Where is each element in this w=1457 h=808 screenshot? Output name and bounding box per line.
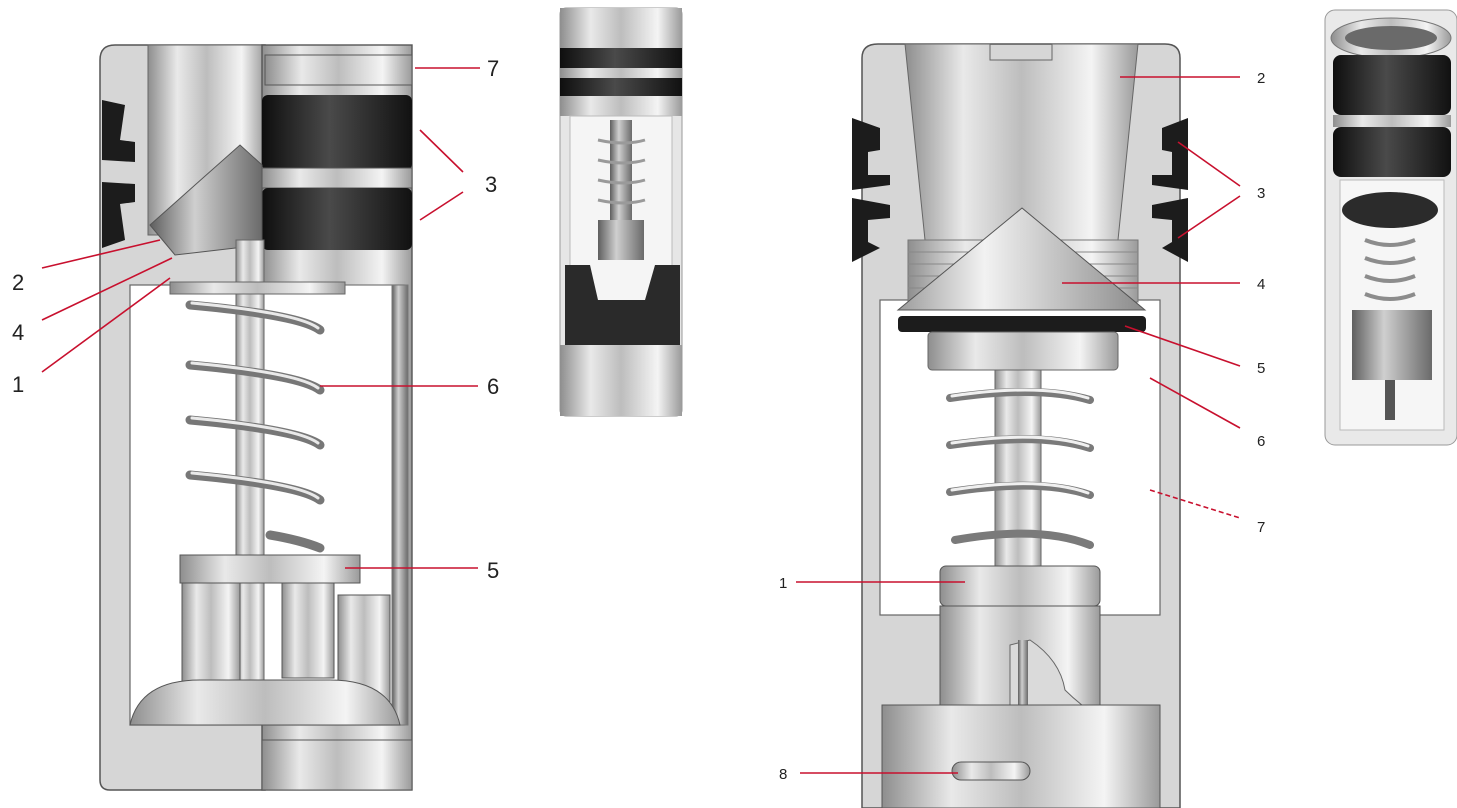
right-seal-left-upper	[852, 118, 890, 190]
left-valve-photo	[559, 7, 683, 417]
right-valve-cutaway	[852, 43, 1188, 808]
svg-text:5: 5	[1257, 360, 1265, 377]
left-callouts: 7 3 2 4 1 6 5	[12, 56, 499, 583]
left-base-ring	[261, 739, 413, 791]
left-seal-upper	[262, 95, 412, 170]
right-cone-poppet	[896, 207, 1147, 311]
svg-text:2: 2	[12, 270, 24, 295]
left-callout-6: 6	[320, 374, 499, 399]
left-callout-5: 5	[345, 558, 499, 583]
right-cross-pin	[951, 761, 1031, 781]
left-callout-4: 4	[12, 257, 173, 345]
svg-text:7: 7	[1257, 519, 1265, 536]
right-callout-5: 5	[1124, 325, 1265, 377]
svg-text:3: 3	[1257, 185, 1265, 202]
left-plunger-body	[181, 582, 241, 699]
right-callout-7: 7	[1149, 489, 1265, 536]
svg-text:6: 6	[487, 374, 499, 399]
right-callouts: 2 3 4 5 6 7 1 8	[779, 70, 1265, 783]
left-seal-spacer	[261, 167, 413, 189]
left-callout-2: 2	[12, 239, 161, 295]
right-seal-right-lower	[1152, 198, 1188, 262]
left-top-rim	[264, 54, 413, 86]
right-valve-stem	[994, 369, 1042, 591]
right-callout-3: 3	[1177, 141, 1265, 239]
left-callout-3: 3	[419, 129, 497, 221]
svg-text:8: 8	[779, 766, 787, 783]
svg-text:4: 4	[1257, 276, 1265, 293]
svg-text:3: 3	[485, 172, 497, 197]
right-spring	[946, 388, 1094, 549]
right-valve-photo	[1324, 9, 1457, 446]
svg-text:2: 2	[1257, 70, 1265, 87]
left-plunger-collar	[179, 554, 361, 584]
left-window-rail	[391, 284, 409, 726]
svg-text:1: 1	[12, 372, 24, 397]
left-spring-plate	[169, 281, 346, 295]
left-seal-lower	[262, 188, 412, 250]
right-seal-right-upper	[1152, 118, 1188, 190]
left-valve-seat	[149, 144, 263, 256]
left-seal-section-lower	[102, 182, 135, 248]
right-callout-2: 2	[1120, 70, 1265, 87]
left-seal-section-upper	[102, 100, 135, 162]
svg-text:4: 4	[12, 320, 24, 345]
right-callout-6: 6	[1149, 377, 1265, 450]
right-seal-left-lower	[852, 198, 890, 262]
right-callout-4: 4	[1062, 276, 1265, 293]
svg-text:5: 5	[487, 558, 499, 583]
right-callout-1: 1	[779, 575, 965, 592]
left-plunger-body-right	[281, 582, 335, 679]
left-callout-7: 7	[415, 56, 499, 81]
right-callout-8: 8	[779, 766, 958, 783]
svg-text:6: 6	[1257, 433, 1265, 450]
left-valve-cutaway	[99, 44, 413, 791]
svg-text:7: 7	[487, 56, 499, 81]
right-plunger-collar	[939, 565, 1101, 607]
right-poppet-base	[927, 331, 1119, 371]
left-base-dome	[129, 679, 401, 726]
svg-text:1: 1	[779, 575, 787, 592]
right-poppet-seal	[898, 316, 1146, 332]
right-base	[881, 704, 1161, 808]
left-callout-1: 1	[12, 277, 171, 397]
